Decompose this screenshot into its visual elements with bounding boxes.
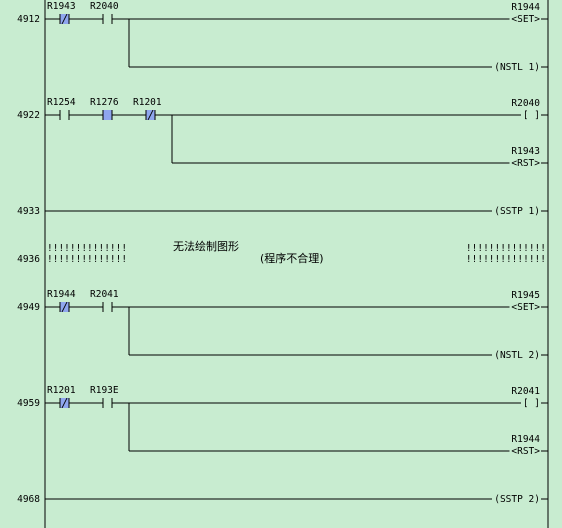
output-instruction[interactable]: (SSTP 2): [494, 494, 540, 505]
output-r1944[interactable]: <RST>R1944: [511, 434, 540, 457]
contact-label: R2040: [90, 1, 119, 12]
error-marks-right-bottom: !!!!!!!!!!!!!!: [466, 254, 546, 265]
contact-r1944[interactable]: R1944: [47, 289, 76, 313]
contact-r1943[interactable]: R1943: [47, 1, 76, 25]
coil-label: R2040: [511, 98, 540, 109]
rung-number: 4936: [17, 254, 40, 265]
rung-4933[interactable]: (SSTP 1): [494, 206, 540, 217]
error-marks-right-top: !!!!!!!!!!!!!!: [466, 243, 546, 254]
rung-4959[interactable]: R1201 R193E [ ]R2041 <RST>R1944: [47, 385, 540, 457]
normally-closed-slash: [61, 301, 68, 313]
contact-r1201[interactable]: R1201: [133, 97, 162, 121]
coil-symbol: <SET>: [511, 14, 540, 25]
coil-symbol: [ ]: [523, 110, 540, 121]
coil-symbol: (SSTP 2): [494, 494, 540, 505]
contact-label: R193E: [90, 385, 119, 396]
contact-r1254[interactable]: R1254: [47, 97, 76, 120]
rung-number: 4922: [17, 110, 40, 121]
coil-label: R2041: [511, 386, 540, 397]
rung-number: 4959: [17, 398, 40, 409]
rung-4949[interactable]: R1944 R2041 <SET>R1945 (NSTL 2): [47, 289, 540, 361]
coil-symbol: <RST>: [511, 158, 540, 169]
output-instruction[interactable]: (SSTP 1): [494, 206, 540, 217]
rung-4922[interactable]: R1254 R1276 R1201 [ ]R2040 <RST>R1943: [47, 97, 540, 169]
coil-label: R1944: [511, 2, 540, 13]
rung-number: 4912: [17, 14, 40, 25]
coil-label: R1943: [511, 146, 540, 157]
coil-symbol: (NSTL 2): [494, 350, 540, 361]
rung-number: 4968: [17, 494, 40, 505]
rung-number: 4933: [17, 206, 40, 217]
contact-label: R1201: [133, 97, 162, 108]
coil-symbol: <SET>: [511, 302, 540, 313]
output-r1943[interactable]: <RST>R1943: [511, 146, 540, 169]
contact-label: R1943: [47, 1, 76, 12]
contact-label: R2041: [90, 289, 119, 300]
coil-label: R1944: [511, 434, 540, 445]
coil-symbol: [ ]: [523, 398, 540, 409]
output-instruction[interactable]: (NSTL 1): [494, 62, 540, 73]
contact-r1201[interactable]: R1201: [47, 385, 76, 409]
contact-label: R1201: [47, 385, 76, 396]
output-r2041[interactable]: [ ]R2041: [511, 386, 540, 409]
normally-closed-slash: [147, 109, 154, 121]
contact-label: R1254: [47, 97, 76, 108]
coil-symbol: (NSTL 1): [494, 62, 540, 73]
normally-closed-slash: [61, 397, 68, 409]
contact-highlight: [103, 110, 112, 120]
rung-number: 4949: [17, 302, 40, 313]
rung-4912[interactable]: R1943 R2040 <SET>R1944 (NSTL 1): [47, 1, 540, 73]
contact-label: R1944: [47, 289, 76, 300]
output-instruction[interactable]: (NSTL 2): [494, 350, 540, 361]
error-marks-left-bottom: !!!!!!!!!!!!!!: [47, 254, 127, 265]
unreasonable-program-message: (程序不合理): [260, 251, 324, 265]
output-r1944[interactable]: <SET>R1944: [511, 2, 540, 25]
normally-closed-slash: [61, 13, 68, 25]
coil-symbol: (SSTP 1): [494, 206, 540, 217]
contact-r2040[interactable]: R2040: [90, 1, 119, 24]
contact-r2041[interactable]: R2041: [90, 289, 119, 312]
contact-r193e[interactable]: R193E: [90, 385, 119, 408]
contact-r1276[interactable]: R1276: [90, 97, 119, 120]
coil-label: R1945: [511, 290, 540, 301]
output-r2040[interactable]: [ ]R2040: [511, 98, 540, 121]
cannot-draw-message: 无法绘制图形: [173, 239, 239, 253]
coil-symbol: <RST>: [511, 446, 540, 457]
error-marks-left-top: !!!!!!!!!!!!!!: [47, 243, 127, 254]
output-r1945[interactable]: <SET>R1945: [511, 290, 540, 313]
contact-label: R1276: [90, 97, 119, 108]
rung-4968[interactable]: (SSTP 2): [494, 494, 540, 505]
